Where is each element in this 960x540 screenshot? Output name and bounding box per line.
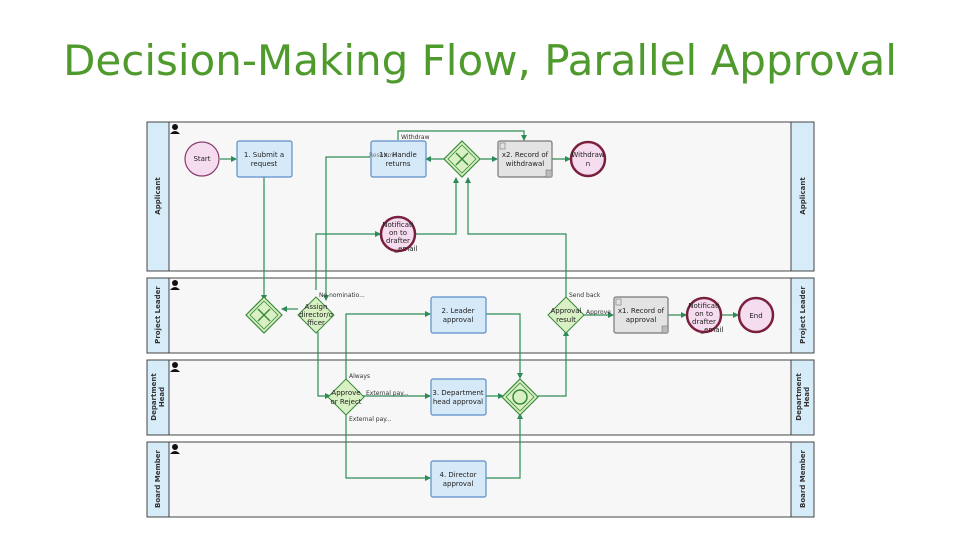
end-event-withdrawn[interactable]: Withdraw n <box>569 140 607 178</box>
flow-notif-gateway <box>416 177 459 235</box>
task-record-withdrawal[interactable]: x2. Record of withdrawal <box>497 140 553 178</box>
lane-label-applicant-right: Applicant <box>799 177 807 215</box>
calculator-icon <box>545 169 553 178</box>
svg-text:Start: Start <box>193 155 210 163</box>
svg-text:approval: approval <box>443 316 474 324</box>
task-record-approval[interactable]: x1. Record of approval <box>613 296 669 334</box>
svg-text:End: End <box>749 312 762 320</box>
svg-text:approval: approval <box>443 480 474 488</box>
edge-label-no-nomination: No nominatio... <box>319 292 365 299</box>
document-icon <box>615 298 622 306</box>
flow-director-join <box>486 413 523 479</box>
svg-text:n: n <box>586 160 590 168</box>
svg-text:withdrawal: withdrawal <box>506 160 544 168</box>
svg-text:Approve: Approve <box>331 389 360 397</box>
svg-text:drafter: drafter <box>386 237 410 245</box>
svg-text:Notificati: Notificati <box>382 221 414 229</box>
sequence-flows <box>220 130 739 481</box>
svg-text:result: result <box>556 316 576 324</box>
task-leader-approval[interactable]: 2. Leader approval <box>430 296 487 334</box>
task-director-approval[interactable]: 4. Director approval <box>430 460 487 498</box>
svg-text:4. Director: 4. Director <box>439 471 476 479</box>
flow-no-nomination <box>315 231 381 290</box>
person-icon <box>170 444 180 454</box>
svg-text:Approval: Approval <box>550 307 581 315</box>
svg-text:Withdraw: Withdraw <box>571 151 605 159</box>
lane-label-project-leader-left: Project Leader <box>154 286 162 344</box>
notification-applicant[interactable]: Notificati on to drafter _email <box>379 215 418 253</box>
task-submit-request[interactable]: 1. Submit a request <box>236 140 293 178</box>
svg-text:x2. Record of: x2. Record of <box>502 151 549 159</box>
svg-text:returns: returns <box>385 160 410 168</box>
svg-text:2. Leader: 2. Leader <box>442 307 475 315</box>
svg-text:drafter: drafter <box>692 318 716 326</box>
circle-marker-icon <box>512 389 528 405</box>
edge-label-approve: Approve <box>586 309 611 316</box>
person-icon <box>170 362 180 372</box>
svg-text:fficer: fficer <box>307 319 325 327</box>
gateway-assign-director[interactable]: Assign director/o fficer <box>297 296 335 334</box>
gateway-parallel-join[interactable] <box>501 378 539 416</box>
edge-label-withdraw: Withdraw <box>401 134 430 141</box>
svg-text:request: request <box>251 160 278 168</box>
svg-text:director/o: director/o <box>299 311 333 319</box>
slide-title: Decision-Making Flow, Parallel Approval <box>63 36 897 85</box>
svg-text:3. Department: 3. Department <box>432 389 484 397</box>
flow-approve-director <box>345 412 431 481</box>
lane-label-board-left: Board Member <box>154 449 162 508</box>
flow-leader-join <box>486 313 523 379</box>
task-department-head-approval[interactable]: 3. Department head approval <box>430 378 487 416</box>
lane-label-board-right: Board Member <box>799 449 807 508</box>
lane-label-project-leader-right: Project Leader <box>799 286 807 344</box>
svg-text:x1. Record of: x1. Record of <box>618 307 665 315</box>
svg-text:Notificati: Notificati <box>688 302 720 310</box>
edge-label-external-pay-2: External pay... <box>349 416 392 423</box>
edge-label-external-pay-1: External pay... <box>366 390 409 397</box>
edge-label-send-back: Send back <box>569 292 601 299</box>
svg-text:approval: approval <box>626 316 657 324</box>
flow-result-sendback <box>465 177 567 298</box>
svg-text:Assign: Assign <box>305 303 328 311</box>
gateway-approve-or-reject[interactable]: Approve or Reject <box>327 378 365 416</box>
svg-text:1. Submit a: 1. Submit a <box>244 151 284 159</box>
flow-handle-resubmit <box>323 156 370 301</box>
lane-label-dept-right-2: Head <box>803 387 811 407</box>
person-icon <box>170 280 180 290</box>
end-event[interactable]: End <box>737 296 775 334</box>
x-marker-icon <box>455 152 469 166</box>
gateway-approval-result[interactable]: Approval result <box>547 296 585 334</box>
svg-text:on to: on to <box>695 310 713 318</box>
svg-text:head approval: head approval <box>433 398 483 406</box>
flow-assign-approve <box>317 332 331 399</box>
svg-text:on to: on to <box>389 229 407 237</box>
task-handle-returns[interactable]: 1x. Handle returns Resubmit <box>369 140 427 178</box>
svg-text:Resubmit: Resubmit <box>369 152 398 159</box>
edge-label-always: Always <box>349 373 370 380</box>
svg-text:or Reject: or Reject <box>330 398 361 406</box>
x-marker-icon <box>257 308 271 322</box>
gateway-exclusive-applicant[interactable] <box>443 140 481 178</box>
lane-label-dept-right-1: Department <box>795 373 803 421</box>
lane-label-dept-left-2: Head <box>158 387 166 407</box>
calculator-icon <box>661 325 669 334</box>
document-icon <box>499 142 506 150</box>
notification-project-leader[interactable]: Notificati on to drafter _email <box>685 296 724 334</box>
flow-withdraw <box>397 130 527 141</box>
flow-join-result <box>538 330 569 397</box>
lane-label-applicant-left: Applicant <box>154 177 162 215</box>
start-event[interactable]: Start <box>184 141 220 177</box>
svg-text:1x. Handle: 1x. Handle <box>379 151 417 159</box>
lane-label-dept-left-1: Department <box>150 373 158 421</box>
gateway-exclusive-leader[interactable] <box>245 296 283 334</box>
svg-text:_email: _email <box>700 326 724 334</box>
svg-text:_email: _email <box>394 245 418 253</box>
edge-labels: Withdraw No nominatio... Send back Appro… <box>319 134 611 423</box>
flow-gateway-leader <box>345 311 431 384</box>
person-icon <box>170 124 180 134</box>
